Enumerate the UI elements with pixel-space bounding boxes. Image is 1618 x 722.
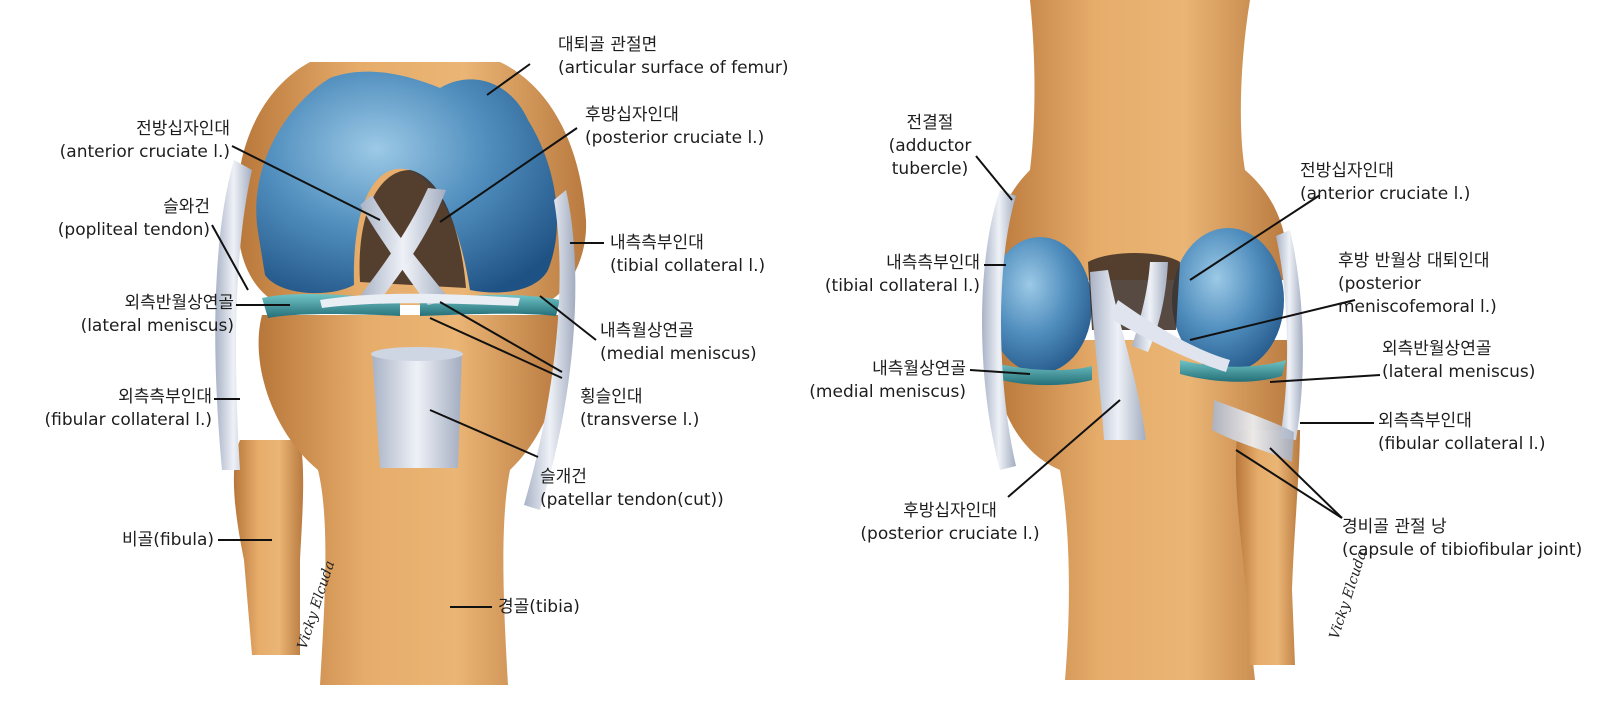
label-tibia: 경골(tibia) bbox=[498, 597, 580, 617]
label-ko: 전결절 bbox=[906, 113, 954, 133]
label-medial-meniscus: 내측월상연골 (medial meniscus) bbox=[600, 320, 757, 366]
tibial-collateral-shape-right bbox=[982, 190, 1016, 470]
label-ko: 내측측부인대 bbox=[886, 253, 980, 273]
label-ko: 슬개건 bbox=[540, 467, 587, 487]
posterior-cruciate-shape-right bbox=[1090, 270, 1146, 440]
tibia-bone bbox=[258, 315, 563, 685]
label-ko: 외측반월상연골 bbox=[1382, 339, 1492, 359]
label-en: (adductor bbox=[888, 136, 972, 156]
label-en: (popliteal tendon) bbox=[57, 220, 210, 240]
label-patellar-tendon: 슬개건 (patellar tendon(cut)) bbox=[540, 466, 724, 512]
label-en: (posterior bbox=[1338, 274, 1421, 294]
label-lateral-meniscus-right: 외측반월상연골 (lateral meniscus) bbox=[1382, 338, 1535, 384]
label-ko: 후방십자인대 bbox=[585, 105, 679, 125]
medial-condyle-shape bbox=[988, 237, 1092, 373]
label-ko: 외측측부인대 bbox=[118, 387, 212, 407]
label-tibial-collateral-right: 내측측부인대 (tibial collateral l.) bbox=[790, 252, 980, 298]
label-en: (posterior cruciate l.) bbox=[860, 524, 1040, 544]
label-en: (anterior cruciate l.) bbox=[59, 142, 230, 162]
label-en: (articular surface of femur) bbox=[558, 58, 789, 78]
left-knee-figure: Vicky Elcuda bbox=[211, 62, 604, 685]
label-lateral-meniscus: 외측반월상연골 (lateral meniscus) bbox=[30, 292, 234, 338]
right-knee-figure: Vicky Elcuda bbox=[969, 0, 1381, 680]
label-en: (medial meniscus) bbox=[809, 382, 966, 402]
label-posterior-cruciate-right: 후방십자인대 (posterior cruciate l.) bbox=[850, 500, 1050, 546]
label-posterior-meniscofemoral: 후방 반월상 대퇴인대 (posterior meniscofemoral l.… bbox=[1338, 250, 1497, 319]
femoral-cartilage bbox=[256, 71, 558, 294]
posterior-cruciate-shape bbox=[360, 188, 446, 300]
lateral-meniscus-shape-right bbox=[1180, 360, 1286, 382]
label-anterior-cruciate-right: 전방십자인대 (anterior cruciate l.) bbox=[1300, 160, 1470, 206]
patellar-tendon-shape bbox=[372, 352, 462, 468]
label-medial-meniscus-right: 내측월상연골 (medial meniscus) bbox=[800, 358, 966, 404]
label-fibular-collateral-right: 외측측부인대 (fibular collateral l.) bbox=[1378, 410, 1545, 456]
label-articular-surface-of-femur: 대퇴골 관절면 (articular surface of femur) bbox=[558, 34, 789, 80]
label-anterior-cruciate: 전방십자인대 (anterior cruciate l.) bbox=[30, 118, 230, 164]
fibular-collateral-shape-right bbox=[1276, 230, 1303, 440]
label-en: (medial meniscus) bbox=[600, 344, 757, 364]
fibula-bone bbox=[233, 440, 304, 655]
label-adductor-tubercle: 전결절 (adductor tubercle) bbox=[880, 112, 980, 181]
label-en: (patellar tendon(cut)) bbox=[540, 490, 724, 510]
tibial-collateral-shape bbox=[524, 190, 576, 510]
label-capsule-tibiofibular: 경비골 관절 낭 (capsule of tibiofibular joint) bbox=[1342, 516, 1582, 562]
tibiofibular-capsule-shape bbox=[1212, 400, 1294, 462]
label-ko: 대퇴골 관절면 bbox=[558, 35, 658, 55]
label-en: (transverse l.) bbox=[580, 410, 700, 430]
label-en: (capsule of tibiofibular joint) bbox=[1342, 540, 1583, 560]
fibular-collateral-shape bbox=[215, 160, 252, 470]
label-posterior-cruciate: 후방십자인대 (posterior cruciate l.) bbox=[585, 104, 764, 150]
label-ko: 외측반월상연골 bbox=[124, 293, 234, 313]
label-en: (fibular collateral l.) bbox=[44, 410, 212, 430]
label-ko: 외측측부인대 bbox=[1378, 411, 1472, 431]
label-ko: 내측월상연골 bbox=[872, 359, 966, 379]
label-ko: 후방 반월상 대퇴인대 bbox=[1338, 251, 1490, 271]
label-en: (lateral meniscus) bbox=[80, 316, 234, 336]
label-en: (posterior cruciate l.) bbox=[585, 128, 765, 148]
label-ko: 전방십자인대 bbox=[1300, 161, 1394, 181]
lateral-condyle-shape bbox=[1172, 228, 1284, 372]
label-en-2: tubercle) bbox=[891, 159, 969, 179]
label-popliteal-tendon: 슬와건 (popliteal tendon) bbox=[30, 196, 210, 242]
label-ko: 후방십자인대 bbox=[903, 501, 997, 521]
label-fibular-collateral: 외측측부인대 (fibular collateral l.) bbox=[20, 386, 212, 432]
label-ko: 슬와건 bbox=[163, 197, 210, 217]
meniscofemoral-shape bbox=[1110, 300, 1230, 372]
label-fibula: 비골(fibula) bbox=[122, 530, 214, 550]
label-ko: 경비골 관절 낭 bbox=[1342, 517, 1447, 537]
label-ko: 내측월상연골 bbox=[600, 321, 694, 341]
label-en: (anterior cruciate l.) bbox=[1300, 184, 1471, 204]
label-en: (tibial collateral l.) bbox=[610, 256, 766, 276]
fibula-bone-right bbox=[1235, 430, 1300, 665]
medial-meniscus-shape-right bbox=[990, 362, 1092, 386]
label-en-2: meniscofemoral l.) bbox=[1338, 297, 1497, 317]
label-ko: 횡슬인대 bbox=[580, 387, 643, 407]
label-en: (tibial collateral l.) bbox=[824, 276, 980, 296]
label-ko: 내측측부인대 bbox=[610, 233, 704, 253]
label-en: (fibular collateral l.) bbox=[1378, 434, 1546, 454]
label-en: (lateral meniscus) bbox=[1382, 362, 1536, 382]
label-transverse: 횡슬인대 (transverse l.) bbox=[580, 386, 699, 432]
label-tibial-collateral: 내측측부인대 (tibial collateral l.) bbox=[610, 232, 765, 278]
artist-signature-right: Vicky Elcuda bbox=[1327, 549, 1371, 641]
label-ko: 전방십자인대 bbox=[136, 119, 230, 139]
femur-bone-right bbox=[989, 0, 1289, 280]
